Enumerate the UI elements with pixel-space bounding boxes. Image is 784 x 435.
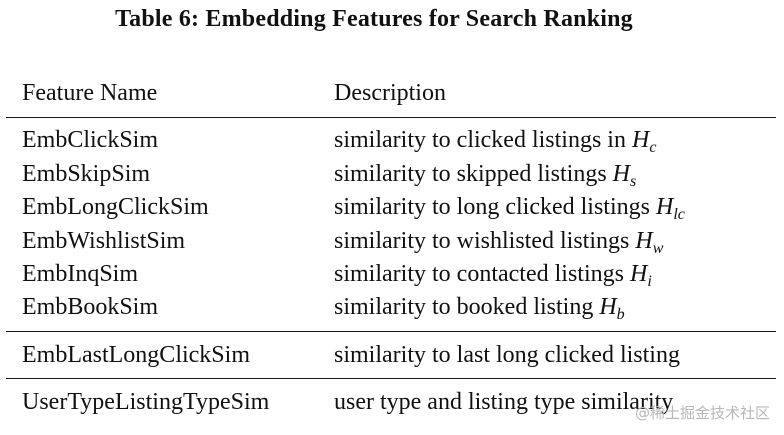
description-cell: similarity to contacted listings Hi: [334, 261, 652, 290]
feature-name-cell: UserTypeListingTypeSim: [22, 389, 270, 415]
feature-name-cell: EmbSkipSim: [22, 161, 151, 187]
math-symbol: Hw: [635, 228, 664, 257]
table-row: EmbClickSim similarity to clicked listin…: [0, 123, 784, 157]
table-row: EmbLongClickSim similarity to long click…: [0, 190, 784, 224]
column-header-feature-name: Feature Name: [22, 80, 158, 106]
description-cell: user type and listing type similarity: [334, 389, 674, 415]
table-row: EmbBookSim similarity to booked listing …: [0, 290, 784, 324]
description-cell: similarity to wishlisted listings Hw: [334, 228, 664, 257]
table-row: UserTypeListingTypeSim user type and lis…: [0, 385, 784, 419]
description-cell: similarity to last long clicked listing: [334, 342, 680, 368]
math-symbol: Hb: [599, 294, 625, 323]
feature-name-cell: EmbBookSim: [22, 294, 159, 320]
feature-name-cell: EmbLastLongClickSim: [22, 342, 250, 368]
feature-name-cell: EmbClickSim: [22, 127, 159, 153]
group-divider: [6, 378, 776, 379]
math-symbol: Hs: [612, 161, 637, 190]
math-symbol: Hi: [629, 261, 652, 290]
header-divider: [6, 117, 776, 118]
description-cell: similarity to clicked listings in Hc: [334, 127, 657, 156]
table-header-row: Feature Name Description: [0, 76, 784, 110]
table-row: EmbWishlistSim similarity to wishlisted …: [0, 224, 784, 258]
group-divider: [6, 331, 776, 332]
column-header-description: Description: [334, 80, 446, 106]
feature-name-cell: EmbWishlistSim: [22, 228, 186, 254]
watermark-text: @稀土掘金技术社区: [634, 404, 770, 422]
table-title: Table 6: Embedding Features for Search R…: [115, 6, 633, 32]
feature-name-cell: EmbLongClickSim: [22, 194, 209, 220]
description-cell: similarity to booked listing Hb: [334, 294, 625, 323]
math-symbol: Hc: [631, 127, 657, 156]
table-row: EmbSkipSim similarity to skipped listing…: [0, 157, 784, 191]
math-symbol: Hlc: [655, 194, 685, 223]
description-cell: similarity to long clicked listings Hlc: [334, 194, 685, 223]
table-row: EmbLastLongClickSim similarity to last l…: [0, 338, 784, 372]
table-row: EmbInqSim similarity to contacted listin…: [0, 257, 784, 291]
description-cell: similarity to skipped listings Hs: [334, 161, 637, 190]
feature-name-cell: EmbInqSim: [22, 261, 139, 287]
